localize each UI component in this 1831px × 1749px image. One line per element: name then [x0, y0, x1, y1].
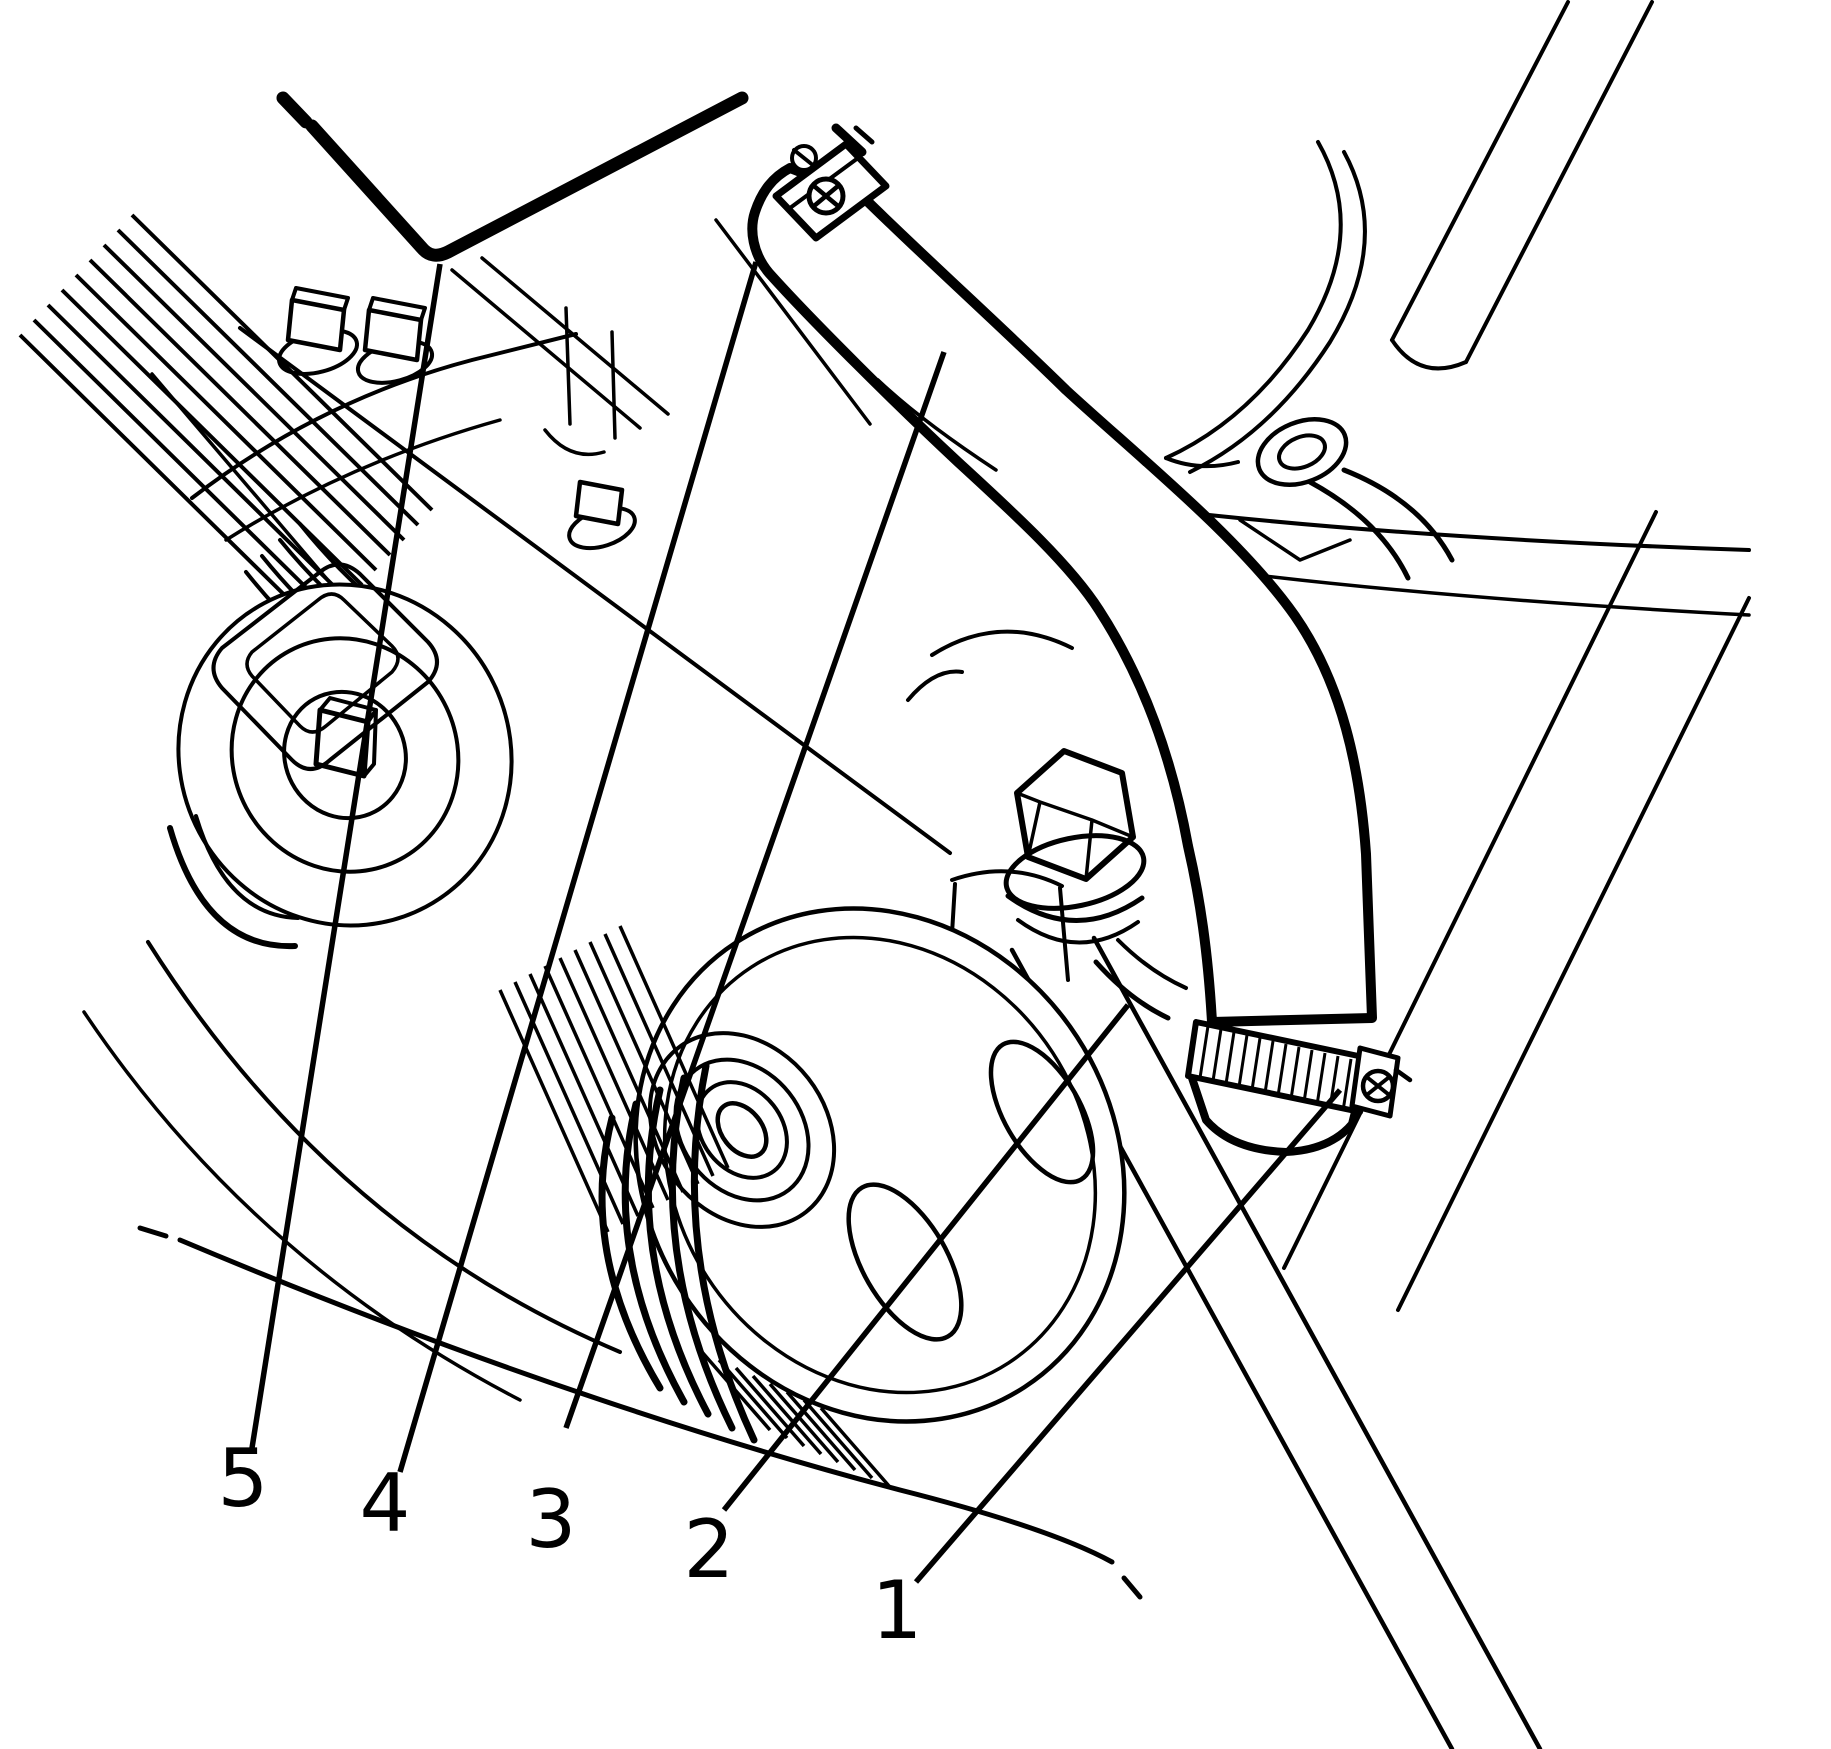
crank-pulley-hub [282, 689, 408, 821]
radiator-hose [747, 163, 1377, 1027]
pump-inlet-neck [1093, 938, 1188, 1021]
oilpan-dash-left [137, 1225, 169, 1239]
dipstick-tube-end [1164, 456, 1240, 469]
serpentine-belt [18, 213, 454, 702]
pipe-edge-behind-hose [714, 218, 872, 426]
pulley-lip-inner [194, 814, 300, 920]
subframe-arc-b [82, 1010, 522, 1402]
bolt-center [567, 479, 637, 551]
fitting-bracket [1238, 518, 1352, 562]
belt-ribs [18, 213, 434, 632]
block-face-line-a [564, 306, 572, 426]
bolt-upper-left-2 [355, 296, 435, 385]
inlet-curve-a [1093, 959, 1171, 1021]
engine-edge-upper [238, 326, 952, 855]
clamp-top-screw-slot [792, 148, 816, 168]
clamp-top-stud-tip [853, 125, 875, 145]
pump-hub-rings [647, 1031, 837, 1229]
hub-ring-inner [695, 1080, 789, 1180]
pump-housing [906, 629, 1236, 1002]
hose-clamp-bottom [1185, 1019, 1413, 1156]
callout-3-label: 3 [526, 1473, 577, 1566]
bolt-upper-left-1 [277, 286, 359, 376]
block-face-line-b [610, 330, 617, 440]
bracket-strut-a [450, 268, 642, 430]
housing-curve-b [906, 669, 964, 702]
crank-pulley-ring [229, 636, 461, 874]
callout-2-leader [721, 1003, 1131, 1512]
fitting-flange [1255, 417, 1349, 487]
callout-3-leader [563, 351, 947, 1429]
fitting-bore [1277, 433, 1327, 471]
inlet-curve-b [1116, 938, 1188, 990]
elbow-inner [1307, 479, 1411, 581]
callout-5-label: 5 [218, 1432, 269, 1525]
pump-pulley-rim [633, 906, 1127, 1424]
elbow-outer [1341, 467, 1455, 563]
hub-ring-outer [647, 1031, 837, 1229]
clamp-screw-cross [1366, 1076, 1390, 1096]
bracket-edge-lower [224, 418, 502, 542]
subframe-arc-a [146, 940, 622, 1354]
bolt-head [362, 307, 424, 363]
bolt-head [285, 297, 347, 353]
hose-crease [876, 378, 998, 472]
oilpan-curve [177, 1237, 1115, 1565]
bolt-head-top [367, 296, 427, 322]
cowl-diagonal-a [1390, 0, 1570, 342]
cowl-diagonal-b [1464, 0, 1654, 364]
belt-exit-hatch [700, 1350, 891, 1488]
housing-curve-a [930, 629, 1074, 657]
frame-rail-a2 [1091, 935, 1543, 1749]
callout-4-leader [397, 261, 759, 1473]
hex-facets [1015, 791, 1135, 881]
frame-rail-b2 [1396, 596, 1751, 1312]
cowl-diagonal-join [1390, 338, 1468, 371]
pulley-lip-outer [167, 825, 298, 950]
callout-1-leader [913, 1088, 1343, 1584]
slot-inner [245, 592, 400, 734]
callout-4-label: 4 [360, 1457, 411, 1550]
cover-edge-dash [276, 91, 313, 129]
bracket-bolts [277, 286, 637, 551]
bolt-head [573, 479, 625, 527]
heater-elbow-fitting [1238, 417, 1455, 581]
dipstick-tube-right [1188, 150, 1367, 474]
drain-hex-bolt [1003, 712, 1236, 945]
hub-center [715, 1101, 769, 1159]
hex-boss-arc-b [1016, 918, 1140, 945]
slotted-bracket [211, 562, 439, 771]
clamp-screw-tip [1393, 1067, 1413, 1083]
hex-boss-arc-a [1005, 893, 1145, 923]
hose-clamp-top [772, 123, 890, 242]
callout-1-label: 1 [872, 1564, 923, 1657]
block-face-curve [543, 428, 606, 457]
frame-rail-b1 [1282, 510, 1658, 1270]
hex-washer [1003, 833, 1147, 911]
oilpan-dash-right [1121, 1575, 1143, 1600]
pulley-hole-b [988, 1039, 1096, 1185]
callout-leader-lines [249, 261, 1343, 1584]
callout-2-label: 2 [684, 1503, 735, 1596]
crankshaft-pulley [167, 582, 514, 950]
hose-body [747, 163, 1377, 1027]
water-pump-pulley [498, 906, 1127, 1488]
slot-outer [211, 562, 439, 771]
cover-corner-edge [305, 91, 749, 262]
bolt-head-top [290, 286, 350, 312]
dipstick-tube-left [1164, 140, 1343, 460]
callout-5-leader [249, 263, 443, 1449]
callout-labels: 5 4 3 2 1 [218, 1432, 923, 1657]
pump-pulley-rim-inner [662, 935, 1098, 1395]
clamp-top-screw-cross [811, 183, 841, 209]
hub-ring-mid [673, 1057, 811, 1203]
clamp-top-stud [831, 123, 867, 157]
